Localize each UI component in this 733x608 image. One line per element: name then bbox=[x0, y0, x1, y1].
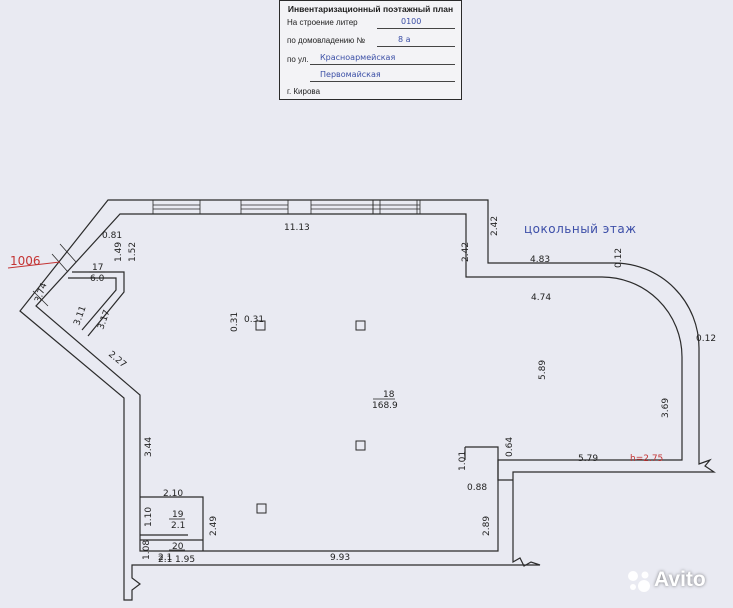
dim-bath-left: 1.10 bbox=[144, 507, 154, 527]
dim-bath-b2: 1.95 bbox=[175, 555, 195, 565]
window bbox=[379, 199, 418, 215]
avito-watermark: Avito bbox=[624, 566, 728, 596]
window bbox=[310, 199, 374, 215]
floor-label: цокольный этаж bbox=[524, 222, 637, 236]
dim-wall-thick-a: 0.12 bbox=[614, 248, 624, 268]
dim-left-vertical: 3.44 bbox=[144, 437, 154, 457]
nook bbox=[464, 446, 499, 460]
stamp-row-street-label: по ул. bbox=[287, 55, 309, 64]
nook-right bbox=[497, 460, 513, 481]
dim-bath-side: 2.49 bbox=[209, 516, 219, 536]
stamp-underline bbox=[377, 28, 455, 29]
dim-nook-a: 1.01 bbox=[458, 451, 468, 471]
stamp-row-street2-value: Первомайская bbox=[320, 70, 381, 79]
dim-diag-b: 3.17 bbox=[96, 309, 112, 331]
dim-diag-lower: 2.27 bbox=[106, 350, 128, 371]
room-17-number: 17 bbox=[92, 263, 103, 273]
dim-bath-top: 2.10 bbox=[163, 489, 183, 499]
avito-logo-icon bbox=[628, 571, 650, 592]
windows bbox=[152, 199, 421, 215]
dim-right-step-a: 2.42 bbox=[461, 242, 471, 262]
dim-top-right-inner: 4.74 bbox=[531, 293, 551, 303]
old-number: 1006 bbox=[10, 254, 41, 268]
dim-right-step-b: 2.42 bbox=[490, 216, 500, 236]
bathroom-block bbox=[140, 496, 204, 551]
room-18-number: 18 bbox=[383, 390, 395, 400]
walls bbox=[19, 199, 716, 601]
dim-left-upper-b: 1.52 bbox=[128, 242, 138, 262]
dim-left-upper-a: 1.49 bbox=[114, 242, 124, 262]
stamp-row-street-value: Красноармейская bbox=[320, 53, 396, 62]
stamp-underline bbox=[310, 64, 455, 65]
dim-bottom-right: 5.79 bbox=[578, 454, 598, 464]
columns bbox=[255, 320, 366, 514]
room-20-area: 2.1 bbox=[158, 553, 172, 563]
title-stamp: Инвентаризационный поэтажный план На стр… bbox=[279, 0, 462, 100]
dim-arc-height: 5.89 bbox=[538, 360, 548, 380]
avito-wordmark: Avito bbox=[654, 568, 706, 591]
dim-bath-b1: 2.1 bbox=[158, 555, 172, 565]
dim-diag-a: 3.11 bbox=[72, 305, 88, 327]
window bbox=[152, 199, 201, 215]
inner-wall bbox=[35, 213, 683, 552]
column bbox=[255, 320, 266, 331]
strike-line bbox=[7, 261, 61, 269]
dim-lower-right-vertical: 2.89 bbox=[482, 516, 492, 536]
dim-corner: 0.81 bbox=[102, 231, 122, 241]
stamp-row-city-label: г. Кирова bbox=[287, 87, 321, 96]
room-20-number: 20 bbox=[172, 542, 184, 552]
room-18-area: 168.9 bbox=[372, 401, 398, 411]
dim-top-wall: 11.13 bbox=[284, 223, 310, 233]
stamp-underline bbox=[377, 46, 455, 47]
stamp-row-liter-value: 0100 bbox=[401, 17, 422, 26]
dim-column-a: 0.31 bbox=[230, 312, 240, 332]
stamp-title: Инвентаризационный поэтажный план bbox=[287, 4, 454, 14]
room-17-partition-inner bbox=[68, 277, 117, 331]
room-19-number: 19 bbox=[172, 510, 184, 520]
diagonal-wall-detail bbox=[32, 243, 77, 307]
height-label: h=2.75 bbox=[630, 454, 663, 464]
room-17-area: 6.0 bbox=[90, 274, 105, 284]
column bbox=[256, 503, 267, 514]
dim-nook-c: 0.88 bbox=[467, 483, 487, 493]
dim-bottom-wall: 9.93 bbox=[330, 553, 350, 563]
stamp-row-house-label: по домовладению № bbox=[287, 36, 366, 45]
column bbox=[355, 320, 366, 331]
dim-column-b: 0.31 bbox=[244, 315, 264, 325]
stamp-underline bbox=[310, 81, 455, 82]
dim-bath-low: 1.08 bbox=[142, 540, 152, 560]
stamp-row-house-value: 8 а bbox=[398, 35, 411, 44]
outer-wall bbox=[19, 199, 716, 601]
room-19-area: 2.1 bbox=[171, 521, 185, 531]
window bbox=[240, 199, 289, 215]
dim-wall-thick-b: 0.12 bbox=[696, 334, 716, 344]
dim-right-vertical: 3.69 bbox=[661, 398, 671, 418]
stamp-row-liter-label: На строение литер bbox=[287, 18, 358, 27]
dim-top-right-outer: 4.83 bbox=[530, 255, 550, 265]
dim-nook-b: 0.64 bbox=[505, 437, 515, 457]
column bbox=[355, 440, 366, 451]
